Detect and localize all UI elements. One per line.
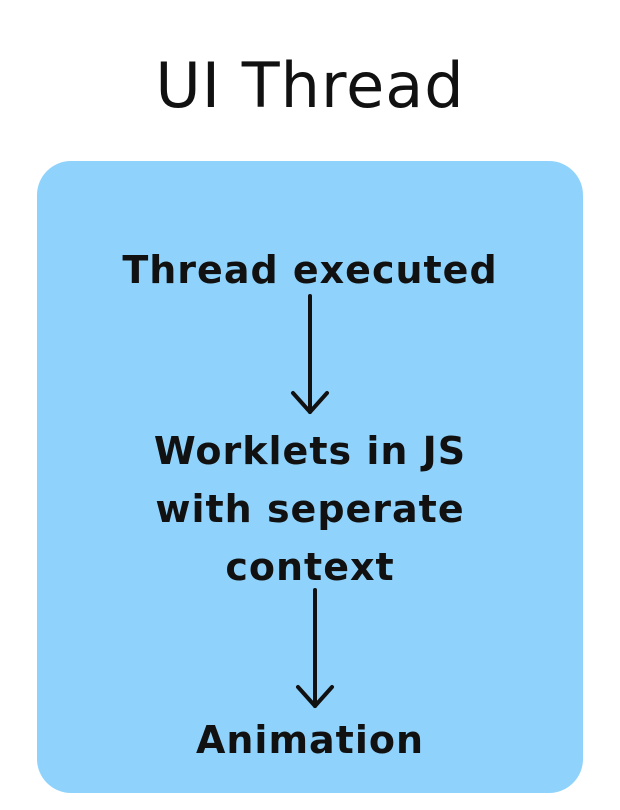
node-worklets-line-2: with seperate — [155, 487, 465, 531]
node-worklets: Worklets in JS with seperate context — [37, 422, 583, 596]
node-worklets-line-3: context — [225, 545, 395, 589]
arrow-down-1 — [291, 294, 329, 414]
thread-panel — [37, 161, 583, 793]
node-animation: Animation — [37, 714, 583, 766]
node-animation-label: Animation — [195, 718, 425, 762]
arrow-down-2-head — [296, 685, 334, 708]
arrow-down-1-head — [291, 391, 329, 414]
arrow-down-2 — [296, 588, 334, 708]
node-thread-executed: Thread executed — [37, 246, 583, 294]
diagram-title: UI Thread — [155, 49, 465, 122]
node-worklets-line-1: Worklets in JS — [153, 429, 467, 473]
node-thread-executed-label: Thread executed — [122, 248, 498, 292]
